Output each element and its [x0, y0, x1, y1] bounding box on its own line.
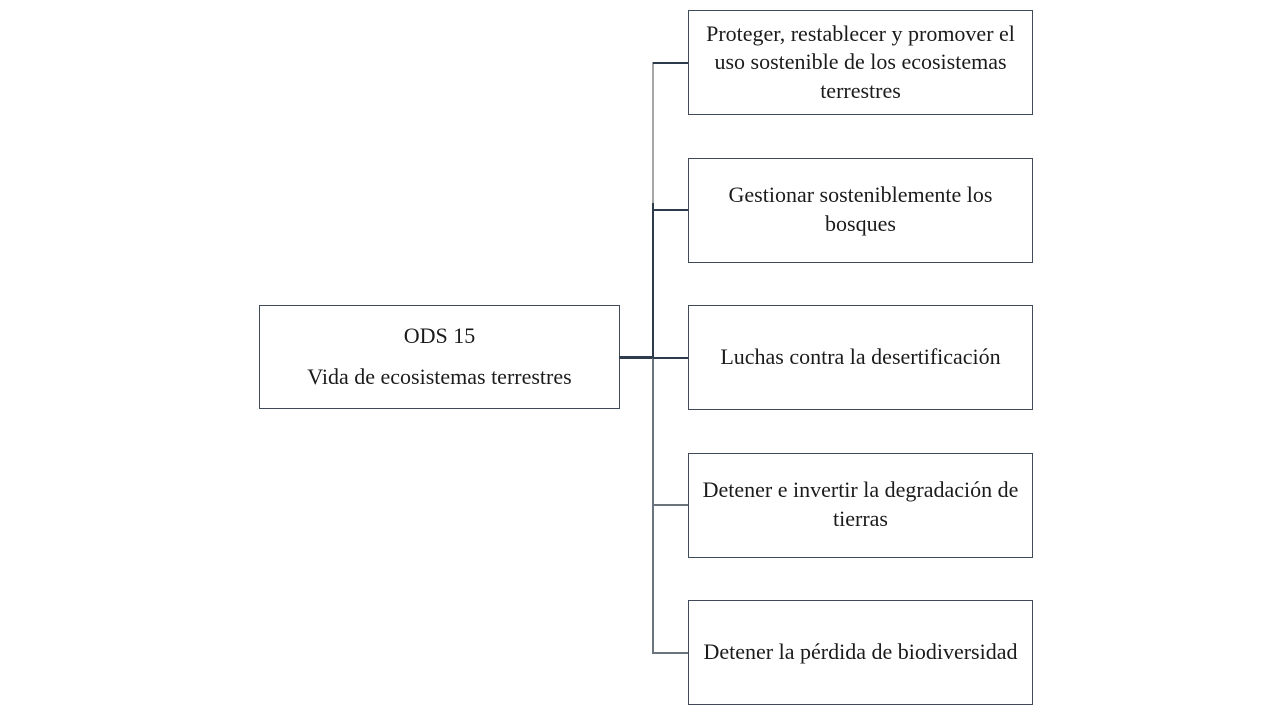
connector-trunk-top	[652, 61, 654, 203]
node-target-2-label: Gestionar sosteniblemente los bosques	[728, 182, 993, 236]
connector-trunk-mid	[652, 203, 654, 358]
root-title: ODS 15	[403, 323, 476, 349]
connector-stub-1	[653, 61, 688, 64]
node-target-5: Detener la pérdida de biodiversidad	[688, 600, 1033, 705]
node-target-4: Detener e invertir la degradación de tie…	[688, 452, 1033, 558]
node-target-1: Proteger, restablecer y promover el uso …	[688, 10, 1033, 115]
node-target-1-label: Proteger, restablecer y promover el uso …	[706, 20, 1015, 103]
node-target-3: Luchas contra la desertificación	[688, 305, 1033, 410]
node-target-3-label: Luchas contra la desertificación	[720, 344, 1001, 370]
node-target-2: Gestionar sosteniblemente los bosques	[688, 157, 1033, 263]
connector-stub-4	[653, 504, 688, 506]
connector-stub-2	[653, 209, 688, 211]
node-target-5-label: Detener la pérdida de biodiversidad	[703, 639, 1018, 665]
connector-stub-3	[653, 356, 688, 359]
node-target-4-label: Detener e invertir la degradación de tie…	[702, 477, 1019, 531]
connector-stub-5	[653, 651, 688, 654]
node-ods15: ODS 15 Vida de ecosistemas terrestres	[259, 305, 620, 409]
connector-root-to-trunk	[619, 356, 653, 359]
root-subtitle: Vida de ecosistemas terrestres	[307, 364, 572, 389]
